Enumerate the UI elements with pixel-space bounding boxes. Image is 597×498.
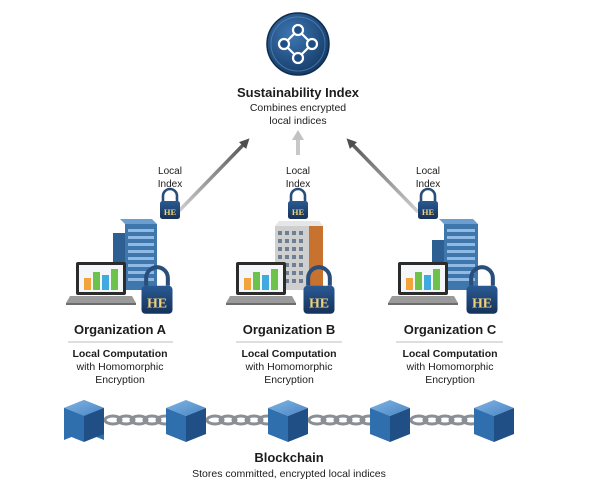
he-lock-icon: HE [304,267,335,314]
org-c-name: Organization C [404,322,497,337]
arrow-b-head [292,130,304,140]
lock-icon: HE [158,187,182,221]
he-badge: HE [292,207,305,217]
org-b-computation-line1: with Homomorphic [245,361,333,373]
org-b-name: Organization B [243,322,335,337]
office-building-icon [113,219,157,290]
org-c-computation-line2: Encryption [425,374,475,386]
network-nodes-icon [266,12,330,76]
block-1 [64,400,104,442]
laptop-chart-icon [66,262,136,305]
he-badge: HE [309,297,329,312]
flow-b-line2: Index [286,179,310,190]
flow-label-b: Local Index HE [286,166,310,221]
flow-label-c: Local Index HE [416,166,440,221]
flow-c-line2: Index [416,179,440,190]
organization-c: HE Organization C Local Computation with… [388,219,503,386]
he-lock-icon: HE [142,267,173,314]
flow-label-a: Local Index HE [158,166,182,221]
org-b-computation-line2: Encryption [264,374,314,386]
organization-b: HE Organization B Local Computation with… [226,221,342,386]
lock-icon: HE [416,187,440,221]
org-c-computation-title: Local Computation [402,348,497,360]
arrow-c [346,138,420,214]
flow-a-line2: Index [158,179,182,190]
blockchain-subtitle: Stores committed, encrypted local indice… [192,468,386,480]
flow-a-line1: Local [158,166,182,177]
flow-c-line1: Local [416,166,440,177]
block-4 [370,400,410,442]
org-c-computation-line1: with Homomorphic [406,361,494,373]
hub-title: Sustainability Index [237,85,360,100]
hub-subtitle-line2: local indices [269,115,326,127]
laptop-chart-icon [388,262,458,305]
organization-a: HE Organization A Local Computation with… [66,219,173,386]
org-a-computation-line2: Encryption [95,374,145,386]
block-2 [166,400,206,442]
he-badge: HE [472,297,492,312]
block-3 [268,400,308,442]
sustainability-hub: Sustainability Index Combines encrypted … [237,12,360,127]
flow-b-line1: Local [286,166,310,177]
flow-arrows [176,130,420,214]
blockchain-title: Blockchain [254,450,323,465]
office-building-icon [275,221,323,290]
he-badge: HE [422,207,435,217]
hub-subtitle-line1: Combines encrypted [250,102,346,114]
he-badge: HE [147,297,167,312]
blockchain: Blockchain Stores committed, encrypted l… [64,400,514,480]
org-a-computation-line1: with Homomorphic [76,361,164,373]
lock-icon: HE [286,187,310,221]
arrow-a [176,138,250,214]
org-a-name: Organization A [74,322,167,337]
org-b-computation-title: Local Computation [241,348,336,360]
org-a-computation-title: Local Computation [72,348,167,360]
he-lock-icon: HE [467,267,498,314]
block-5 [474,400,514,442]
he-badge: HE [164,207,177,217]
laptop-chart-icon [226,262,296,305]
